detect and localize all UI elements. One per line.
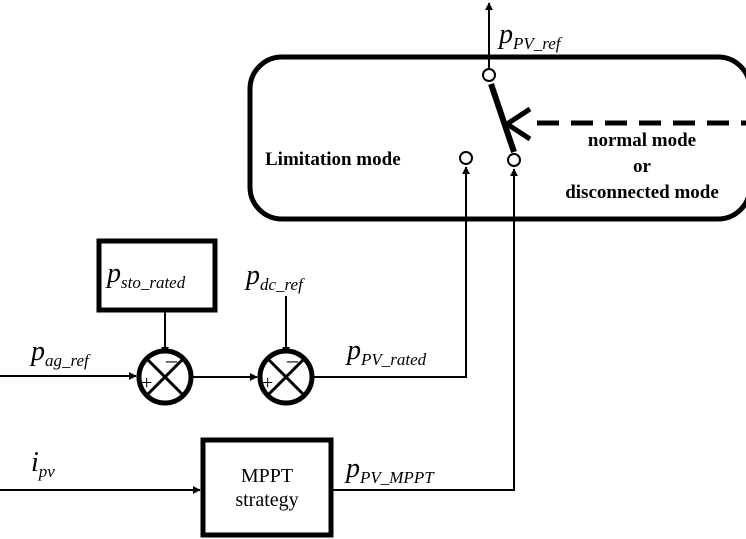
switch-common-contact xyxy=(482,68,496,82)
arrow-pv-mppt-to-switch xyxy=(333,168,518,491)
switch-blade xyxy=(488,83,517,153)
disconnected-mode-label: disconnected mode xyxy=(565,182,719,203)
mode-selector-box xyxy=(247,54,746,222)
label-p-pv-ref: pPV_ref xyxy=(497,19,563,53)
label-p-pv-rated: pPV_rated xyxy=(345,335,427,369)
sum2-minus-sign: – xyxy=(286,347,299,372)
p-sto-rated-block xyxy=(96,238,218,313)
limitation-mode-label: Limitation mode xyxy=(265,149,401,170)
label-p-dc-ref: pdc_ref xyxy=(244,260,305,294)
label-p-sto-rated: psto_rated xyxy=(105,258,186,292)
sum1-plus-sign: + xyxy=(141,372,152,394)
arrow-pv-rated-to-switch xyxy=(312,166,470,378)
label-p-ag-ref: pag_ref xyxy=(29,336,91,370)
mppt-label: MPPT xyxy=(241,465,293,487)
sum1-minus-sign: – xyxy=(165,347,178,372)
or-label: or xyxy=(633,156,652,177)
switch-contact-normal xyxy=(507,153,521,167)
label-i-pv: ipv xyxy=(31,447,55,481)
sum2-plus-sign: + xyxy=(262,372,273,394)
switch-contact-limitation xyxy=(459,151,473,165)
normal-mode-label: normal mode xyxy=(588,130,696,151)
mode-command-chevron xyxy=(502,106,532,142)
mppt-strategy-block xyxy=(200,437,334,538)
label-p-pv-mppt: pPV_MPPT xyxy=(344,453,435,487)
strategy-label: strategy xyxy=(235,489,298,511)
